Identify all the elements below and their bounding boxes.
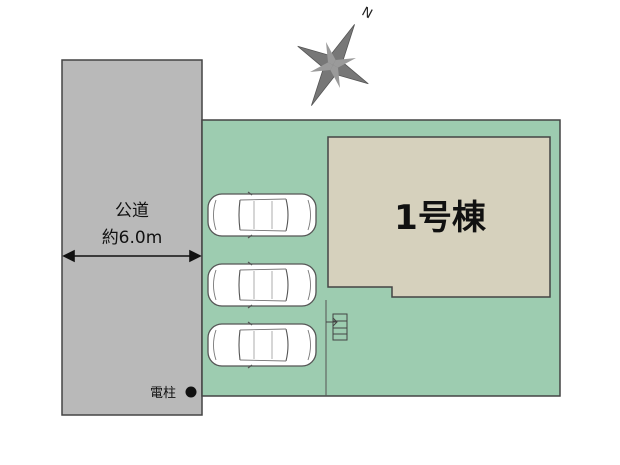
- utility-pole-label: 電柱: [150, 386, 177, 401]
- parked-car: [207, 261, 317, 309]
- road-width-dimension: [62, 249, 202, 263]
- building-label: 1号棟: [394, 198, 486, 238]
- road-name-label: 公道: [115, 201, 149, 221]
- compass-icon: [297, 24, 369, 106]
- public-road: [61, 59, 203, 416]
- entrance-steps: [326, 313, 348, 341]
- utility-pole-icon: [185, 386, 197, 398]
- road-width-label: 約6.0m: [101, 228, 163, 248]
- building-1: [327, 136, 551, 298]
- parked-car: [207, 191, 317, 239]
- parked-car: [207, 321, 317, 369]
